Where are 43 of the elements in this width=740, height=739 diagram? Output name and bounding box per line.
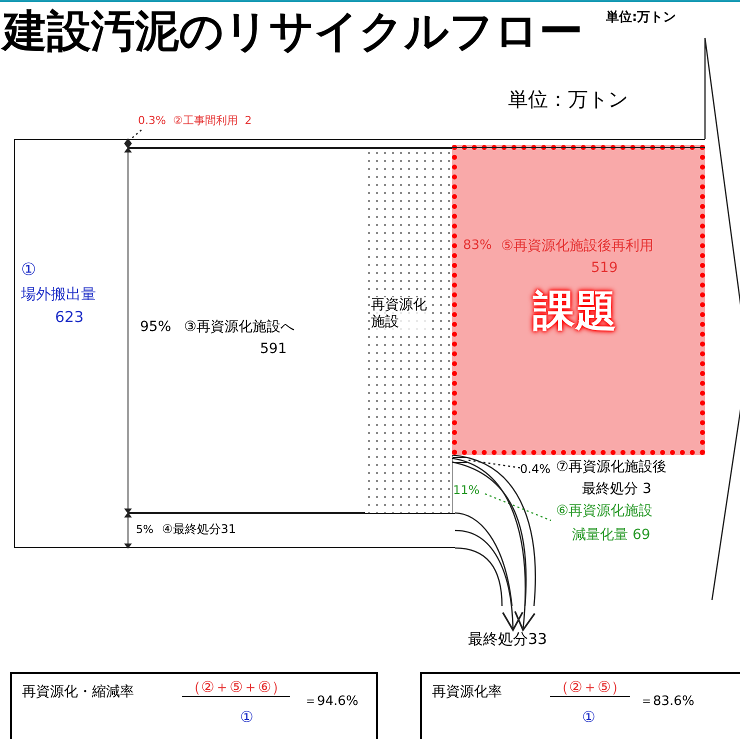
formula-numerator: （②＋⑤＋⑥）: [182, 678, 290, 697]
percent-label: 95%: [140, 319, 172, 336]
unit-label: 単位:万トン: [606, 9, 676, 27]
flow-value: 623: [55, 308, 84, 326]
flow-label: 場外搬出量: [21, 285, 96, 303]
flow-label: ③再資源化施設へ: [184, 319, 295, 336]
flow-value: 減量化量 69: [572, 527, 650, 544]
formula-result: ＝83.6%: [640, 694, 694, 710]
bar: [128, 139, 705, 148]
facility-area: [365, 148, 452, 513]
flow-label: ⑦再資源化施設後: [556, 459, 667, 476]
formula-numerator: （②＋⑤）: [550, 678, 630, 697]
flow-band: [128, 513, 455, 548]
formula-denominator: ①: [582, 708, 596, 726]
rate-label: 再資源化・縮減率: [22, 684, 134, 701]
flow-value: 519: [591, 260, 618, 277]
title: 建設汚泥のリサイクルフロー: [3, 4, 583, 60]
flow-value: 591: [260, 341, 287, 358]
formula-denominator: ①: [240, 708, 254, 726]
flow-arrow: [454, 530, 523, 631]
unit-label: 単位：万トン: [508, 86, 628, 113]
formula-result: ＝94.6%: [304, 694, 358, 710]
rate-label: 再資源化率: [432, 684, 502, 701]
percent-label: 5%: [136, 523, 154, 536]
formula-box: [10, 672, 378, 739]
circled-number: ①: [21, 260, 36, 280]
highlight-box: [452, 145, 705, 455]
flow-label: 0.3% ②工事間利用 2: [138, 114, 252, 128]
bar: [453, 457, 467, 463]
leader-line: [130, 130, 142, 140]
flow-arrow: [452, 458, 536, 631]
flow-label: ⑤再資源化施設後再利用: [501, 238, 654, 255]
percent-label: 83%: [463, 238, 492, 254]
leader-line: [466, 459, 520, 468]
formula-box: [420, 672, 740, 739]
leader-line: [484, 493, 552, 522]
percent-label: 11%: [453, 483, 480, 498]
issue-label: 課題: [533, 286, 617, 336]
flow-value: 最終処分 3: [582, 481, 652, 498]
percent-label: 0.4%: [520, 462, 550, 476]
flow-label: 最終処分33: [468, 630, 548, 648]
flow-label: ④最終処分31: [162, 522, 236, 536]
flow-label: ⑥再資源化施設: [556, 503, 653, 520]
